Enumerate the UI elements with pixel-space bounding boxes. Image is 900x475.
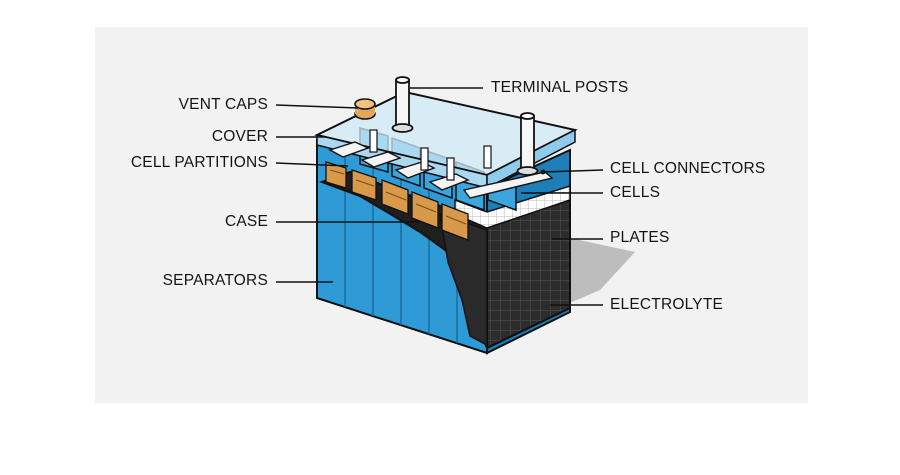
label-cell-connectors: CELL CONNECTORS (610, 160, 766, 177)
battery-logo-icon (825, 420, 861, 449)
cell-partitions-group (325, 161, 469, 241)
plates-front-block (439, 212, 488, 347)
watermark: باتری باز (695, 410, 861, 458)
vent-cap (354, 98, 376, 120)
leader-cell-connectors (542, 169, 604, 173)
label-plates: PLATES (610, 229, 670, 246)
floor-shadow (565, 238, 635, 305)
label-vent-caps: VENT CAPS (178, 96, 268, 113)
leader-vent-caps (275, 104, 359, 109)
cell-posts (369, 129, 492, 181)
label-case: CASE (224, 213, 268, 230)
label-cells: CELLS (610, 184, 661, 201)
terminal-post-right (516, 112, 539, 176)
leader-dots (540, 169, 546, 175)
label-separators: SEPARATORS (162, 272, 268, 289)
watermark-text: باتری باز (695, 417, 817, 451)
leader-cell-partitions (275, 162, 349, 167)
label-electrolyte: ELECTROLYTE (610, 296, 724, 313)
leader-lines (275, 87, 604, 306)
label-terminal-posts: TERMINAL POSTS (491, 79, 629, 96)
terminal-post-left (391, 76, 414, 133)
label-cell-partitions: CELL PARTITIONS (130, 154, 268, 171)
label-cover: COVER (211, 128, 268, 145)
